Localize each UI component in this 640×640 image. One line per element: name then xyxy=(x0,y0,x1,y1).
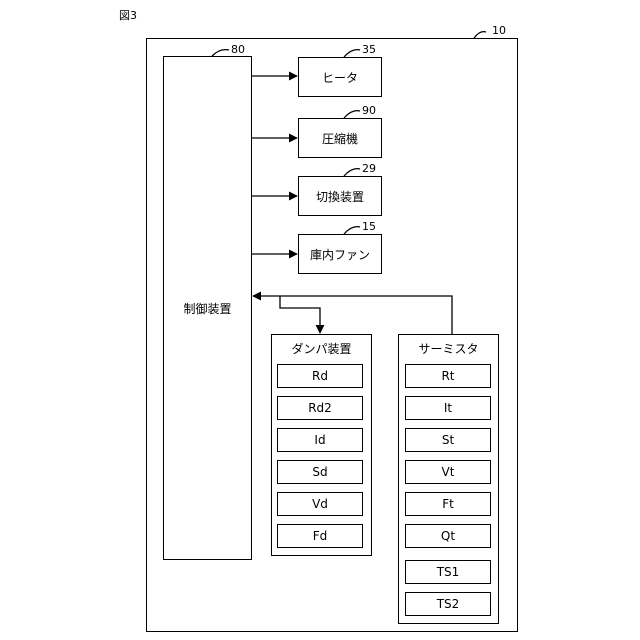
leader-80 xyxy=(212,50,229,56)
leader-15 xyxy=(344,227,360,234)
arrow-controller-to-damper xyxy=(280,296,320,333)
arrow-thermistor-to-controller xyxy=(253,296,452,334)
leader-90 xyxy=(344,111,360,118)
leader-29 xyxy=(344,169,360,176)
leader-10 xyxy=(474,32,486,38)
leader-35 xyxy=(344,50,360,57)
